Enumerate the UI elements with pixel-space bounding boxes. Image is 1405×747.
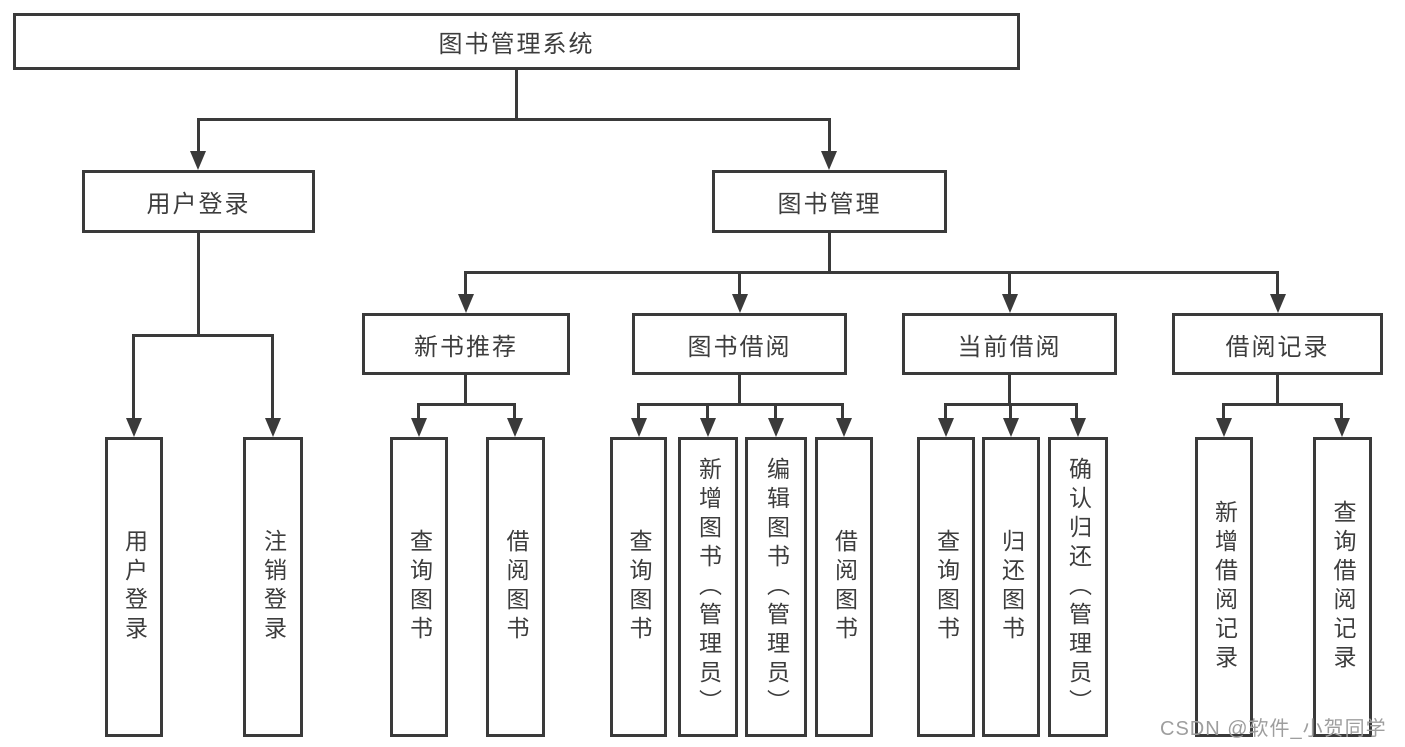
- node-book-borrow: 图书借阅: [632, 313, 847, 375]
- connector-user-login-bus: [132, 334, 274, 337]
- arrow-down-icon: [190, 151, 206, 170]
- connector-book-borrow-bus: [637, 403, 844, 406]
- leaf-add-borrow-record: 新增借阅记录: [1195, 437, 1253, 737]
- arrow-down-icon: [1270, 294, 1286, 313]
- connector-drop: [637, 403, 640, 420]
- connector-drop-current-borrow: [1008, 271, 1011, 296]
- arrow-down-icon: [821, 151, 837, 170]
- connector-drop: [706, 403, 709, 420]
- leaf-confirm-return-admin: 确认归还（管理员）: [1048, 437, 1108, 737]
- arrow-down-icon: [768, 418, 784, 437]
- arrow-down-icon: [126, 418, 142, 437]
- arrow-down-icon: [732, 294, 748, 313]
- connector-root-bus: [197, 118, 831, 121]
- arrow-down-icon: [700, 418, 716, 437]
- connector-drop: [1222, 403, 1225, 420]
- connector-borrow-records-bus: [1222, 403, 1343, 406]
- arrow-down-icon: [1070, 418, 1086, 437]
- leaf-user-login: 用户登录: [105, 437, 163, 737]
- connector-drop-leaf-logout: [271, 334, 274, 419]
- watermark: CSDN @软件_小贺同学: [1160, 718, 1387, 740]
- node-current-borrow: 当前借阅: [902, 313, 1117, 375]
- connector-drop-book-borrow: [738, 271, 741, 296]
- arrow-down-icon: [507, 418, 523, 437]
- connector-borrow-records-stem: [1276, 375, 1279, 406]
- connector-drop: [1009, 403, 1012, 420]
- connector-drop-user-login: [197, 118, 200, 152]
- node-borrow-records: 借阅记录: [1172, 313, 1383, 375]
- connector-drop-leaf-user-login: [132, 334, 135, 419]
- node-root: 图书管理系统: [13, 13, 1020, 70]
- connector-book-management-stem: [828, 233, 831, 273]
- connector-drop: [417, 403, 420, 420]
- connector-current-borrow-stem: [1008, 375, 1011, 406]
- connector-drop: [513, 403, 516, 420]
- leaf-borrow-book-recommend: 借阅图书: [486, 437, 545, 737]
- node-user-login: 用户登录: [82, 170, 315, 233]
- connector-new-book-bus: [417, 403, 516, 406]
- node-new-book-recommend: 新书推荐: [362, 313, 570, 375]
- leaf-query-book-current: 查询图书: [917, 437, 975, 737]
- leaf-query-book-recommend: 查询图书: [390, 437, 448, 737]
- arrow-down-icon: [411, 418, 427, 437]
- connector-root-stem: [515, 70, 518, 119]
- connector-drop-borrow-records: [1276, 271, 1279, 296]
- leaf-add-book-admin: 新增图书（管理员）: [678, 437, 738, 737]
- connector-drop-book-management: [828, 118, 831, 152]
- leaf-query-borrow-record: 查询借阅记录: [1313, 437, 1372, 737]
- connector-book-borrow-stem: [738, 375, 741, 406]
- arrow-down-icon: [1002, 294, 1018, 313]
- connector-drop: [944, 403, 947, 420]
- connector-user-login-stem: [197, 233, 200, 335]
- arrow-down-icon: [265, 418, 281, 437]
- leaf-edit-book-admin: 编辑图书（管理员）: [745, 437, 807, 737]
- node-book-management: 图书管理: [712, 170, 947, 233]
- connector-drop: [841, 403, 844, 420]
- arrow-down-icon: [631, 418, 647, 437]
- arrow-down-icon: [1216, 418, 1232, 437]
- arrow-down-icon: [458, 294, 474, 313]
- connector-book-management-bus: [464, 271, 1278, 274]
- arrow-down-icon: [938, 418, 954, 437]
- connector-drop: [1075, 403, 1078, 420]
- leaf-logout: 注销登录: [243, 437, 303, 737]
- connector-drop: [1340, 403, 1343, 420]
- arrow-down-icon: [1003, 418, 1019, 437]
- arrow-down-icon: [1334, 418, 1350, 437]
- connector-new-book-stem: [464, 375, 467, 406]
- leaf-return-book: 归还图书: [982, 437, 1040, 737]
- connector-drop: [774, 403, 777, 420]
- arrow-down-icon: [836, 418, 852, 437]
- leaf-query-book-borrow: 查询图书: [610, 437, 667, 737]
- leaf-borrow-book: 借阅图书: [815, 437, 873, 737]
- connector-drop-new-book: [464, 271, 467, 296]
